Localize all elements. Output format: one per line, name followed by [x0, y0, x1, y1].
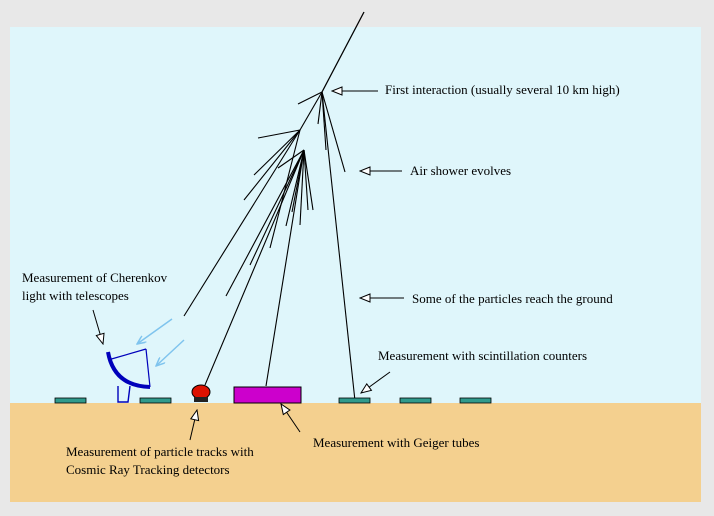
annotation-arrows	[92, 91, 404, 441]
shower-particle-tracks	[183, 91, 356, 402]
label-geiger: Measurement with Geiger tubes	[313, 435, 480, 450]
tracking-detector	[191, 384, 211, 402]
ground-area	[10, 403, 701, 502]
arrow-geiger	[281, 404, 301, 433]
scintillation-counters	[54, 397, 492, 404]
label-scintillation: Measurement with scintillation counters	[378, 348, 588, 363]
label-tracking-line2: Cosmic Ray Tracking detectors	[66, 462, 230, 477]
cherenkov-telescope	[106, 348, 151, 403]
label-reach-ground: Some of the particles reach the ground	[412, 291, 613, 306]
arrow-cherenkov	[92, 309, 103, 344]
label-cherenkov-line2: light with telescopes	[22, 288, 129, 303]
label-first-interaction: First interaction (usually several 10 km…	[385, 82, 620, 97]
label-air-shower: Air shower evolves	[410, 163, 512, 178]
label-tracking-line1: Measurement of particle tracks with	[66, 444, 254, 459]
arrow-tracking	[189, 410, 197, 441]
primary-particle-track	[321, 11, 365, 93]
cherenkov-light-rays	[137, 318, 185, 366]
label-cherenkov-line1: Measurement of Cherenkov	[22, 270, 168, 285]
sky-area	[10, 27, 701, 403]
arrow-scintillation	[361, 371, 391, 393]
geiger-tube-array	[233, 386, 302, 404]
